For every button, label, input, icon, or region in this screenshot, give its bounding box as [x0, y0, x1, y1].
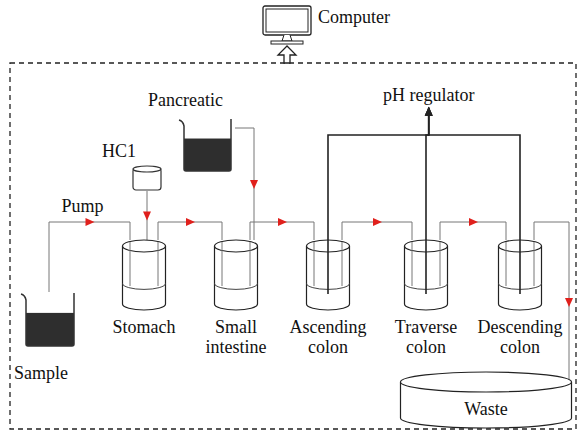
node-label: Descending colon: [478, 317, 563, 357]
arrowhead: [186, 218, 195, 226]
arrowhead: [86, 218, 95, 226]
node-label: Sample: [14, 363, 68, 383]
vessel-node: Ascending colon: [306, 240, 350, 310]
connector-group: [342, 218, 412, 240]
arrowhead: [250, 180, 258, 189]
edge-label: Pump: [61, 196, 103, 216]
beaker-shape: [20, 292, 78, 347]
label-holder: Small intestine: [191, 318, 281, 358]
connector-group: [143, 191, 151, 240]
beaker-shape: [178, 118, 235, 172]
flow-line: [49, 222, 130, 292]
vessel-shape: [122, 240, 166, 310]
arrowhead: [143, 212, 151, 221]
reagent-beaker: Pancreatic: [178, 118, 235, 172]
vessel-shape: [498, 240, 542, 310]
flow-line: [440, 222, 506, 240]
bottle-shape: [132, 165, 162, 191]
system-boundary: [10, 63, 576, 429]
arrowhead: [425, 107, 433, 116]
connector-group: [235, 128, 258, 240]
flow-line: [342, 222, 412, 240]
data-arrow: [278, 46, 296, 63]
waste-tank: Waste: [400, 372, 572, 428]
vessel-node: Small intestine: [214, 240, 258, 310]
label-holder: Pump: [61, 197, 103, 217]
connector-group: [328, 107, 433, 240]
vessel-shape: [214, 240, 258, 310]
node-label: HC1: [102, 141, 136, 161]
vessel-shape: [306, 240, 350, 310]
connector-group: [425, 107, 520, 240]
arrowhead: [425, 107, 433, 116]
connector-group: [158, 218, 222, 240]
label-holder: Waste: [400, 400, 572, 420]
acid-bottle: HC1: [132, 165, 162, 191]
arrowhead: [425, 107, 433, 116]
arrowhead: [373, 218, 382, 226]
node-label: Stomach: [113, 317, 176, 337]
monitor-shape: [262, 5, 312, 45]
sample-beaker: Sample: [20, 292, 78, 347]
flow-line: [235, 128, 254, 240]
signal-line: [328, 108, 429, 240]
label-holder: Computer: [318, 8, 418, 28]
node-label: Pancreatic: [148, 90, 223, 110]
vessel-node: Traverse colon: [404, 240, 448, 310]
node-label: Traverse colon: [395, 317, 457, 357]
connector-group: [250, 218, 314, 240]
label-holder: Stomach: [99, 318, 189, 338]
arrowhead: [565, 298, 573, 307]
vessel-shape: [404, 240, 448, 310]
arrowhead: [469, 218, 478, 226]
node-label: Small intestine: [206, 317, 267, 357]
flow-line: [250, 222, 314, 240]
node-label: pH regulator: [383, 85, 474, 105]
node-label: Computer: [318, 7, 390, 27]
node-label: Ascending colon: [290, 317, 367, 357]
arrowhead: [278, 218, 287, 226]
label-holder: Sample: [14, 364, 94, 384]
label-holder: Descending colon: [475, 318, 565, 358]
connector-group: [440, 218, 506, 240]
connector-group: [49, 218, 130, 292]
label-holder: Pancreatic: [148, 91, 258, 111]
label-holder: Ascending colon: [283, 318, 373, 358]
vessel-node: Descending colon: [498, 240, 542, 310]
regulator-node: pH regulator: [383, 86, 474, 106]
vessel-node: Stomach: [122, 240, 166, 310]
node-label: Waste: [464, 399, 508, 419]
label-holder: Traverse colon: [381, 318, 471, 358]
label-holder: HC1: [102, 142, 152, 162]
signal-line: [429, 108, 520, 240]
flow-line: [158, 222, 222, 240]
computer-node: Computer: [262, 5, 312, 45]
